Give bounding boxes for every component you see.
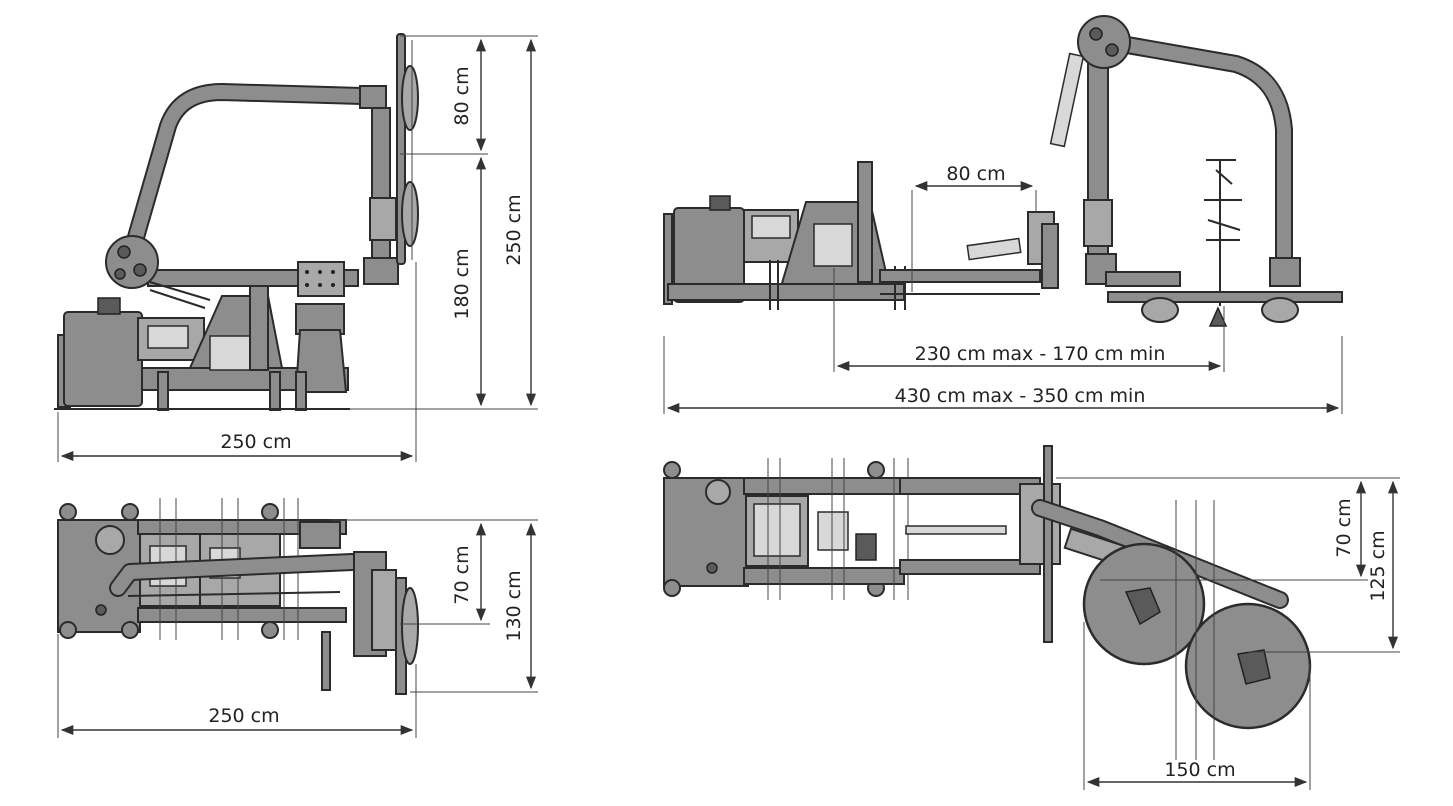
extended-top-dimensions: 70 cm 125 cm 150 cm [1056, 477, 1400, 790]
top-view-dimensions: 70 cm 130 cm 250 cm [57, 519, 538, 738]
dim-top-offset: 70 cm [451, 545, 473, 604]
dim-ext-arm-gap: 80 cm [946, 163, 1005, 185]
dim-top-depth: 130 cm [503, 570, 525, 641]
top-view-extended [663, 445, 1312, 760]
dim-side-total-height: 250 cm [503, 194, 525, 265]
dim-ext-top-width: 150 cm [1164, 759, 1235, 781]
dim-ext-top-offset: 70 cm [1333, 498, 1355, 557]
dim-ext-top-depth: 125 cm [1367, 530, 1389, 601]
dim-side-lower-height: 180 cm [451, 248, 473, 319]
extended-side-dimensions: 80 cm 230 cm max - 170 cm min 430 cm max… [663, 163, 1343, 414]
dim-side-width: 250 cm [220, 431, 291, 453]
side-view-dimensions: 80 cm 180 cm 250 cm 250 cm [57, 35, 538, 462]
dim-top-width: 250 cm [208, 705, 279, 727]
dim-ext-reach: 230 cm max - 170 cm min [915, 343, 1166, 365]
dim-side-top-height: 80 cm [451, 66, 473, 125]
top-view-folded [57, 498, 419, 695]
dim-ext-total-length: 430 cm max - 350 cm min [895, 385, 1146, 407]
side-view-folded [54, 33, 419, 411]
side-view-extended [663, 15, 1343, 327]
